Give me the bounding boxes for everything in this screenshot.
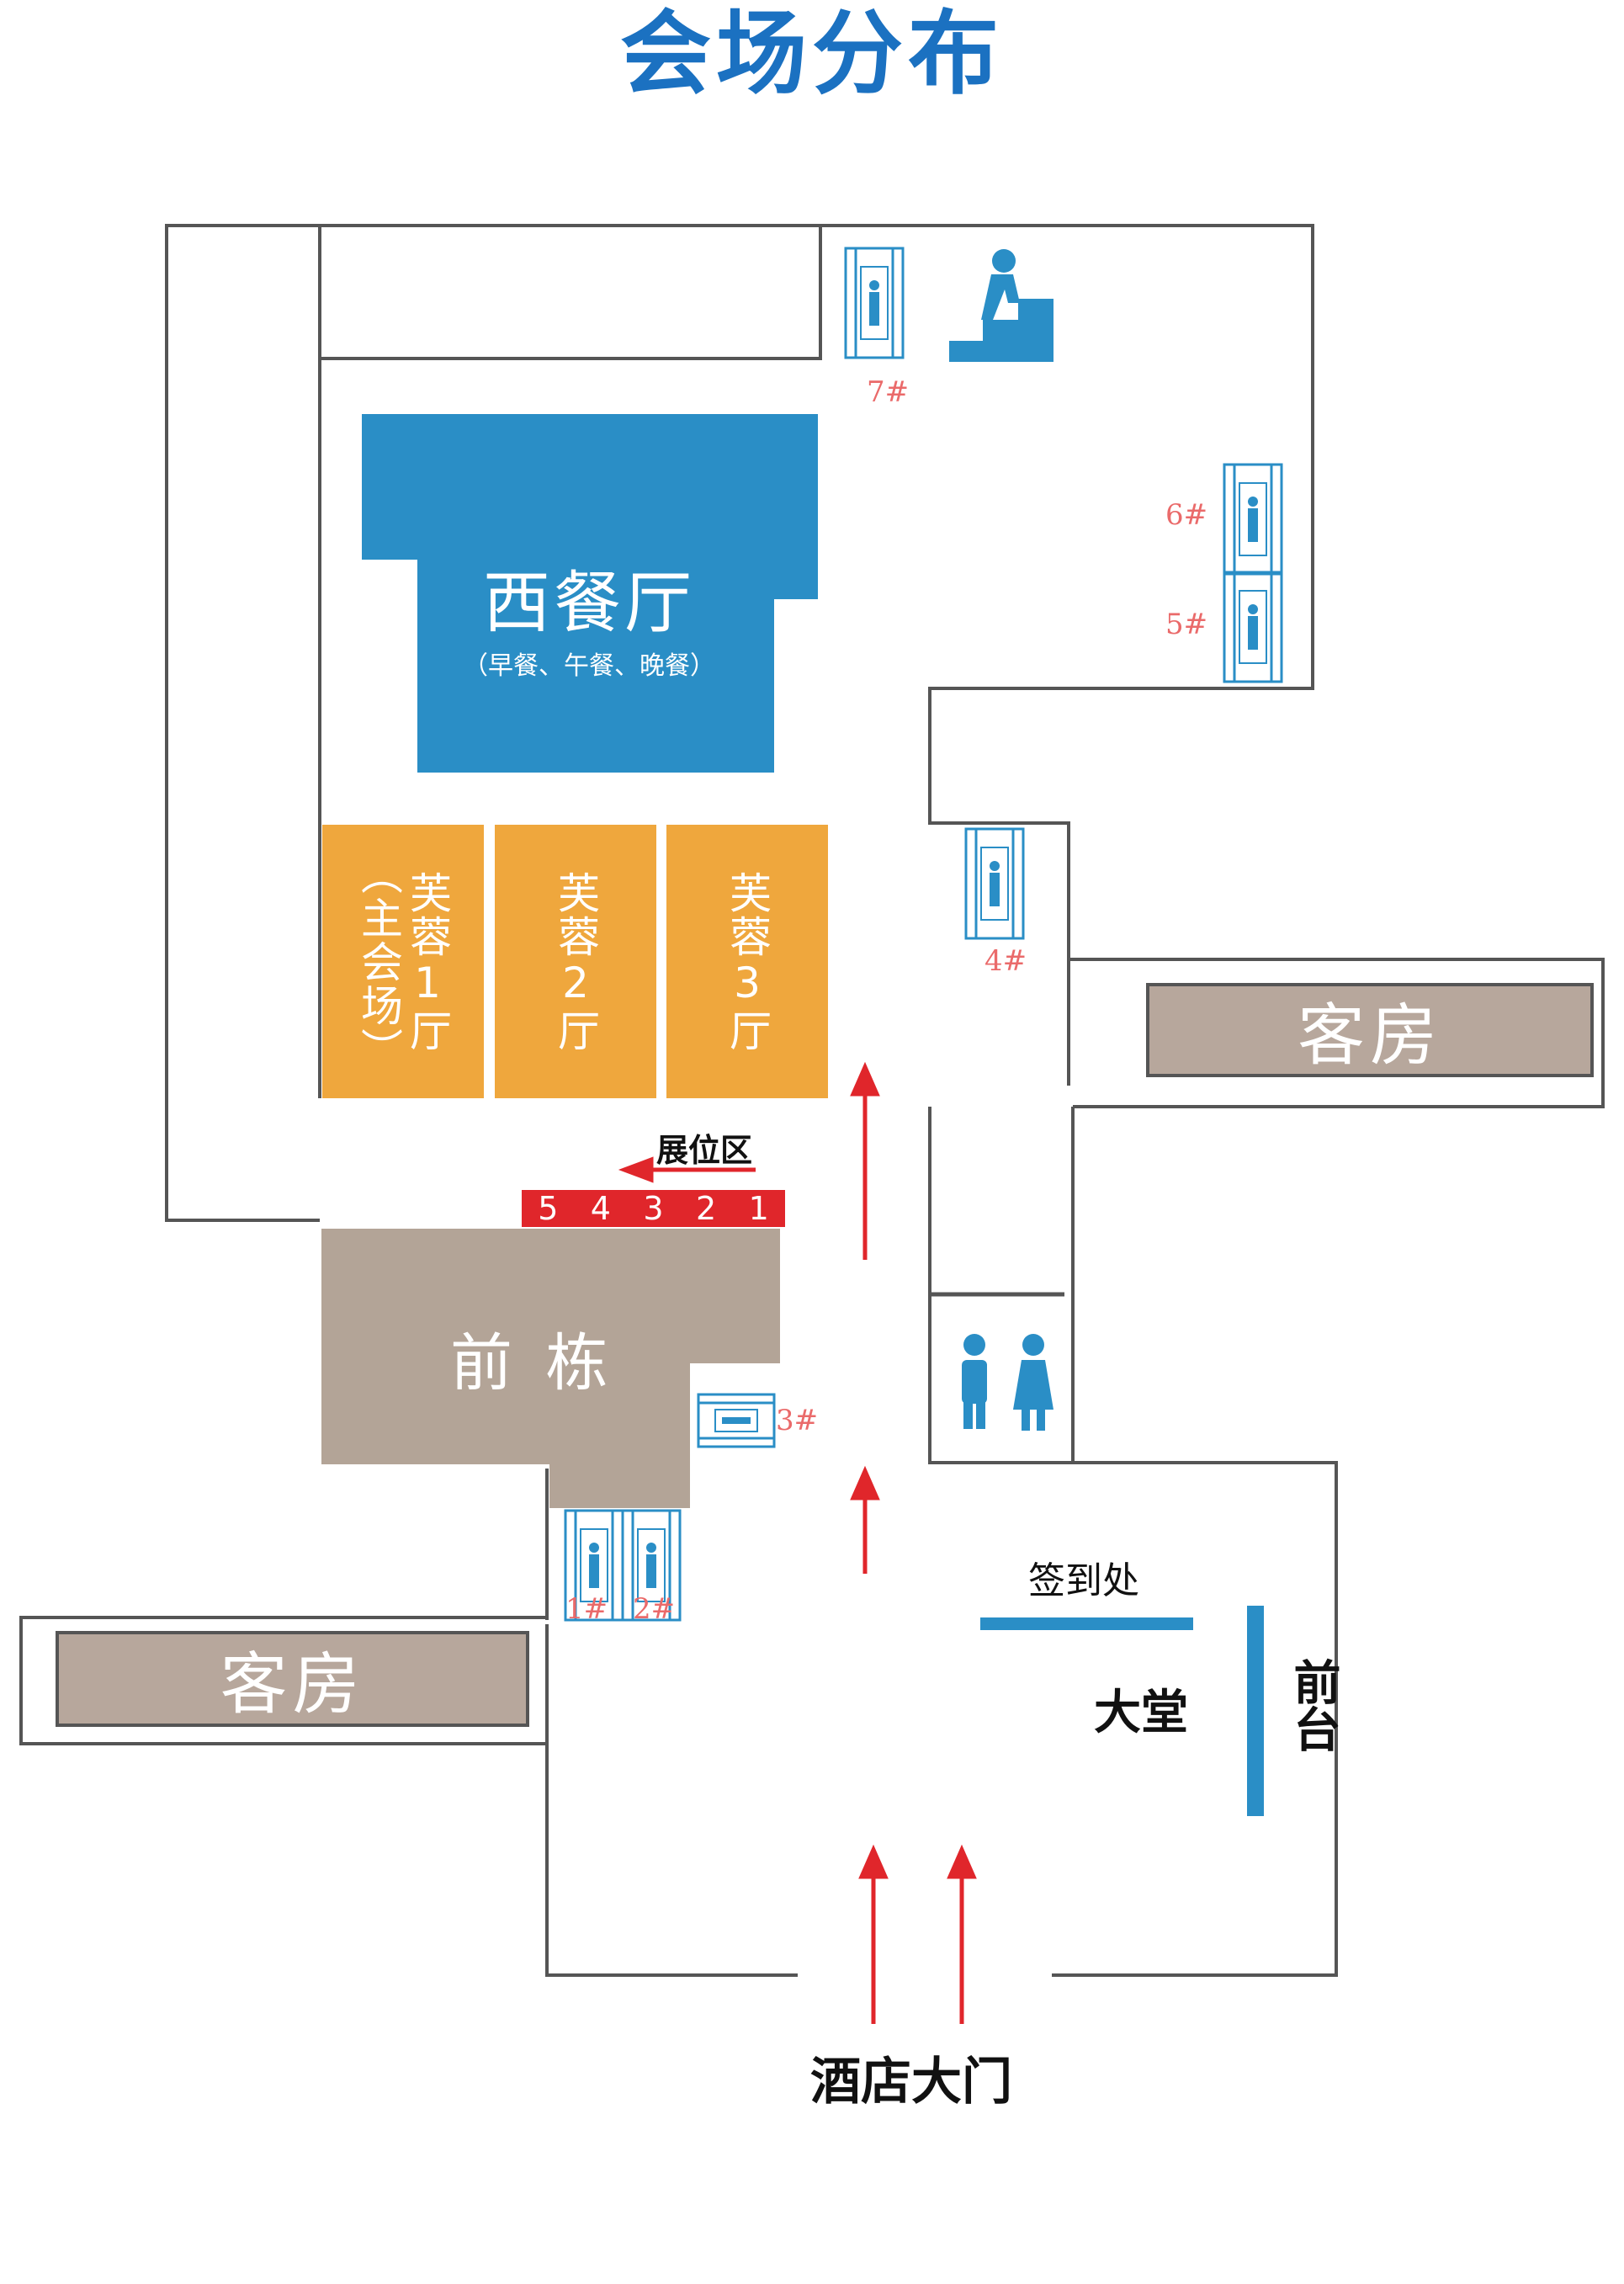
checkin-label: 签到处 <box>1028 1559 1139 1602</box>
elevator-3-icon <box>697 1393 776 1448</box>
elevator-7-icon <box>844 247 905 359</box>
hall-1[interactable]: 芙蓉1厅 （主会场） <box>322 825 484 1098</box>
wall-top-right <box>820 224 1605 1108</box>
restaurant-name: 西餐厅 <box>483 564 695 642</box>
elevator-7-number: 7# <box>867 375 910 409</box>
elevator-3-number: 3# <box>776 1404 819 1437</box>
arrow-head-icon <box>850 1061 880 1097</box>
booth-area-label: 展位区 <box>656 1132 753 1169</box>
arrow-head-icon <box>618 1156 654 1183</box>
booth-3[interactable]: 3 <box>643 1190 664 1227</box>
wall-top-box <box>318 224 822 360</box>
wall-lobby-left <box>545 1624 798 1977</box>
elevator-2-number: 2# <box>633 1592 676 1626</box>
elevator-5-icon <box>1223 571 1283 683</box>
restaurant-block <box>362 414 818 773</box>
booth-2[interactable]: 2 <box>695 1190 717 1227</box>
booth-5[interactable]: 5 <box>538 1190 559 1227</box>
front-building-label: 前 栋 <box>450 1327 615 1400</box>
guest-room-right: 客房 <box>1146 983 1594 1077</box>
hall-1-name: 芙蓉1厅 <box>403 870 452 1053</box>
arrow-head-icon <box>858 1844 889 1879</box>
arrow-head-icon <box>850 1465 880 1501</box>
arrow-head-icon <box>947 1844 977 1879</box>
hall-3[interactable]: 芙蓉3厅 <box>666 825 828 1098</box>
elevator-5-number: 5# <box>1165 608 1208 641</box>
hotel-entrance-label[interactable]: 酒店大门 <box>810 2053 1012 2111</box>
page-title: 会场分布 <box>619 2 1004 107</box>
front-desk-label: 前台 <box>1286 1658 1340 1752</box>
booth-1[interactable]: 1 <box>748 1190 769 1227</box>
booth-strip: 5 4 3 2 1 <box>522 1190 785 1227</box>
wall-restroom-block <box>928 1107 1075 1464</box>
guest-room-left: 客房 <box>56 1631 529 1727</box>
restroom-icon <box>962 1334 1053 1431</box>
elevator-4-number: 4# <box>984 944 1027 978</box>
restaurant-meals: （早餐、午餐、晚餐） <box>463 651 715 681</box>
elevator-4-icon <box>964 827 1025 940</box>
elevator-6-icon <box>1223 463 1283 576</box>
lobby-label: 大堂 <box>1094 1686 1188 1740</box>
front-desk <box>1247 1606 1264 1816</box>
elevator-6-number: 6# <box>1165 498 1208 532</box>
wall-lobby-right <box>1052 1461 1338 1977</box>
checkin-desk <box>980 1617 1193 1630</box>
front-building-block <box>321 1229 780 1508</box>
elevator-1-number: 1# <box>565 1592 608 1626</box>
wall-left-room-corridor <box>19 1616 547 1745</box>
hall-3-name: 芙蓉3厅 <box>723 870 772 1053</box>
hall-2[interactable]: 芙蓉2厅 <box>495 825 656 1098</box>
hall-1-note: （主会场） <box>354 852 403 1071</box>
hall-2-name: 芙蓉2厅 <box>551 870 600 1053</box>
stairs-icon <box>949 249 1053 362</box>
booth-4[interactable]: 4 <box>590 1190 611 1227</box>
